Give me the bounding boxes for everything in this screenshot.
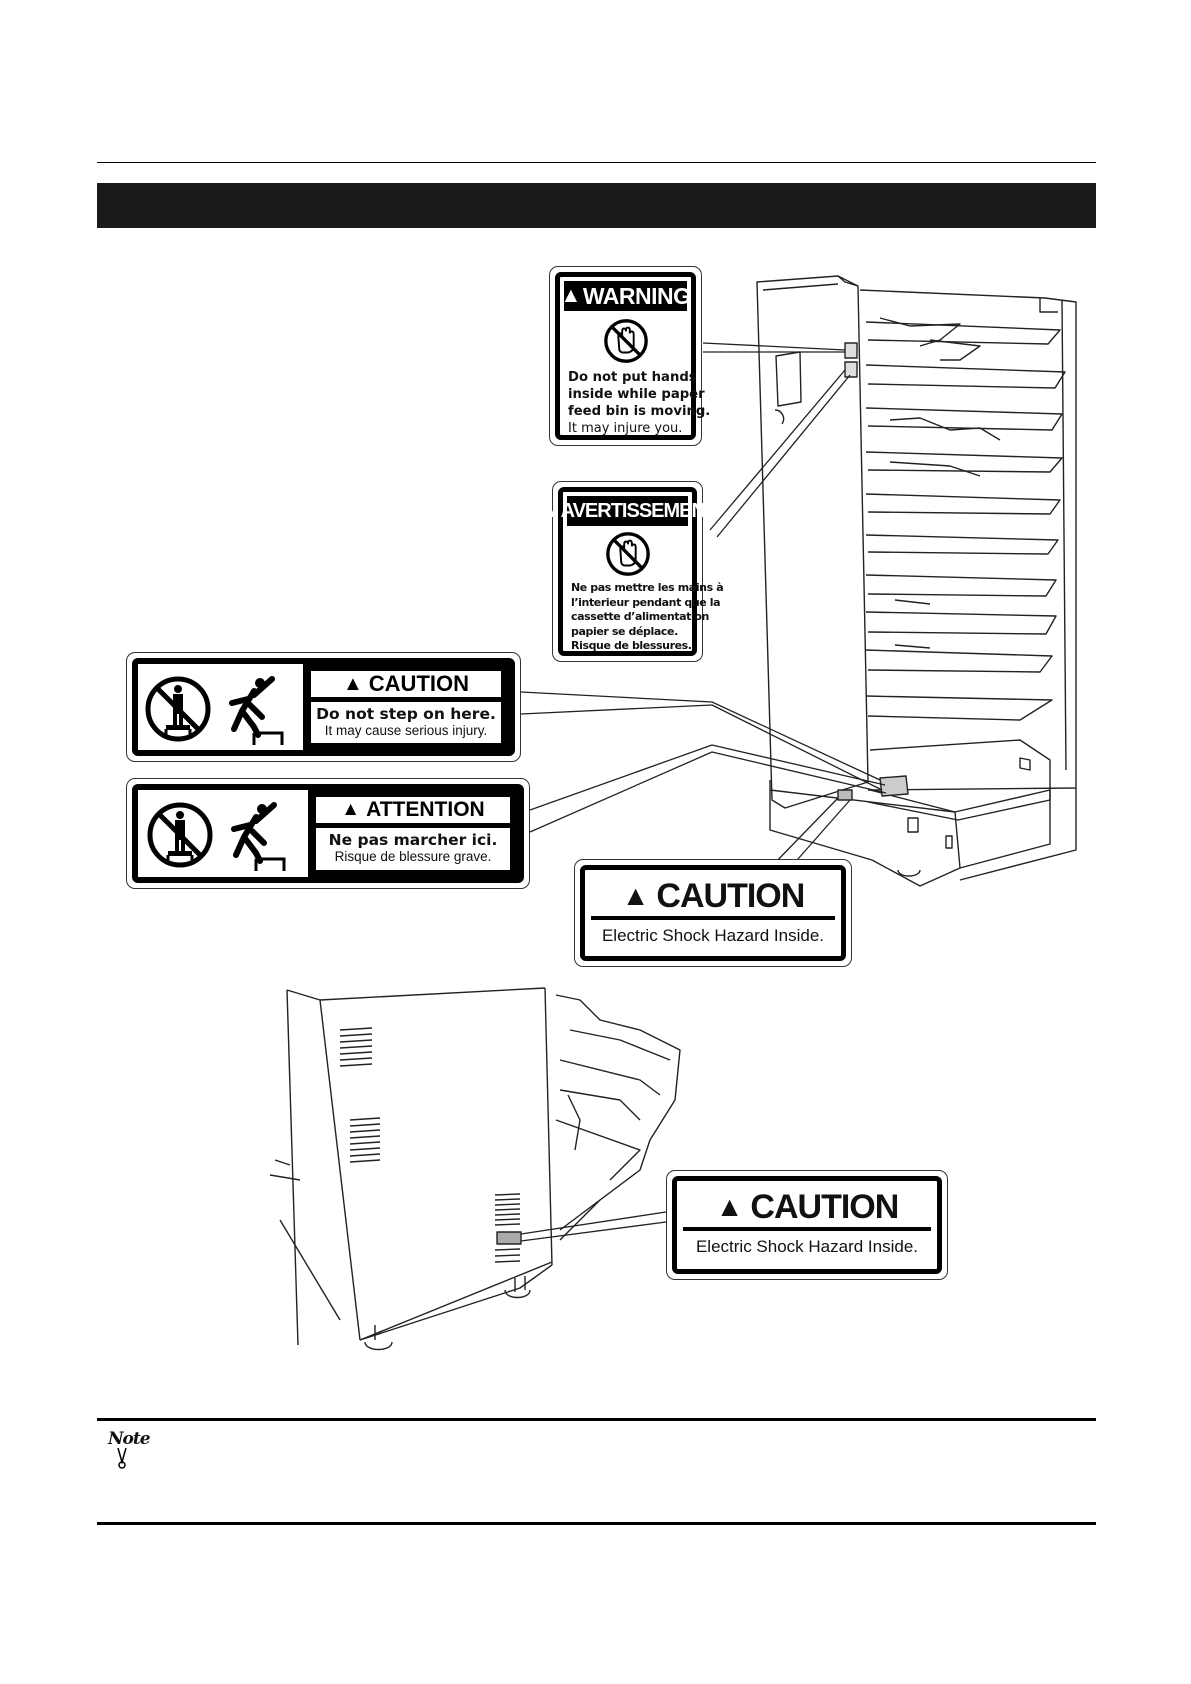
- note-bottom-rule: [97, 1522, 1096, 1525]
- avertissement-sign-header: ▲AVERTISSEMENT: [539, 496, 717, 526]
- warning-line-4: It may injure you.: [568, 421, 683, 436]
- warning-hands-sign: ▲WARNING Do not put hands inside while p…: [549, 266, 711, 446]
- attention-no-step-sign: ▲ATTENTION Ne pas marcher ici. Risque de…: [126, 778, 530, 889]
- caution-no-step-sign: ▲CAUTION Do not step on here. It may cau…: [126, 652, 521, 762]
- attention-step-line-2: Risque de blessure grave.: [334, 849, 492, 864]
- caution-step-line-1: Do not step on here.: [316, 705, 496, 723]
- sorter-tower-drawing: [756, 275, 1077, 887]
- caution-step-title: CAUTION: [368, 671, 469, 696]
- warning-triangle-icon: ▲: [621, 880, 650, 911]
- warning-line-3: feed bin is moving.: [568, 404, 711, 419]
- electric-caution-text-lower: Electric Shock Hazard Inside.: [695, 1237, 919, 1256]
- electric-caution-header: ▲CAUTION: [683, 1187, 931, 1231]
- header-rule: [97, 162, 1096, 163]
- no-step-icon: [145, 676, 284, 745]
- warning-triangle-icon: ▲: [715, 1191, 744, 1222]
- attention-step-line-1: Ne pas marcher ici.: [328, 831, 498, 849]
- caution-step-line-2: It may cause serious injury.: [324, 723, 488, 738]
- avertissement-sign-title: AVERTISSEMENT: [560, 499, 718, 522]
- avertissement-line-5: Risque de blessures.: [571, 639, 692, 652]
- warning-sign-header: ▲WARNING: [560, 281, 691, 311]
- warning-triangle-icon: ▲: [342, 672, 363, 695]
- avertissement-line-1: Ne pas mettre les mains à: [571, 581, 724, 594]
- no-hand-icon: [605, 532, 650, 576]
- warning-triangle-icon: ▲: [341, 799, 361, 820]
- note-icon-label: Note: [108, 1429, 151, 1449]
- electric-caution-header: ▲CAUTION: [591, 876, 835, 920]
- electric-caution-title-lower: CAUTION: [750, 1187, 899, 1226]
- avertissement-line-4: papier se déplace.: [571, 624, 678, 638]
- no-step-icon: [147, 802, 286, 871]
- avertissement-line-3: cassette d’alimentation: [571, 610, 709, 623]
- note-pen-icon: Note: [108, 1429, 151, 1474]
- electric-caution-text-upper: Electric Shock Hazard Inside.: [601, 926, 825, 945]
- section-title-bar: [97, 183, 1096, 228]
- note-top-rule: [97, 1418, 1096, 1421]
- attention-step-title: ATTENTION: [366, 798, 485, 821]
- finisher-base-drawing: [269, 987, 681, 1351]
- warning-sign-title: WARNING: [582, 282, 691, 309]
- caution-step-header: ▲CAUTION: [311, 671, 501, 697]
- warning-line-1: Do not put hands: [568, 370, 697, 385]
- warning-triangle-icon: ▲: [538, 499, 560, 522]
- attention-step-header: ▲ATTENTION: [316, 797, 510, 823]
- no-hand-icon: [603, 319, 648, 363]
- warning-triangle-icon: ▲: [560, 284, 582, 307]
- avertissement-line-2: l’interieur pendant que la: [571, 595, 721, 609]
- electric-caution-title-upper: CAUTION: [656, 876, 805, 915]
- electric-shock-caution-sign-lower: ▲CAUTION Electric Shock Hazard Inside.: [666, 1170, 948, 1280]
- pen-nib-icon: [117, 1447, 127, 1469]
- electric-shock-caution-sign-upper: ▲CAUTION Electric Shock Hazard Inside.: [574, 859, 852, 967]
- warning-line-2: inside while paper: [568, 387, 705, 402]
- avertissement-hands-sign: ▲AVERTISSEMENT Ne pas mettre les mains à…: [539, 481, 724, 662]
